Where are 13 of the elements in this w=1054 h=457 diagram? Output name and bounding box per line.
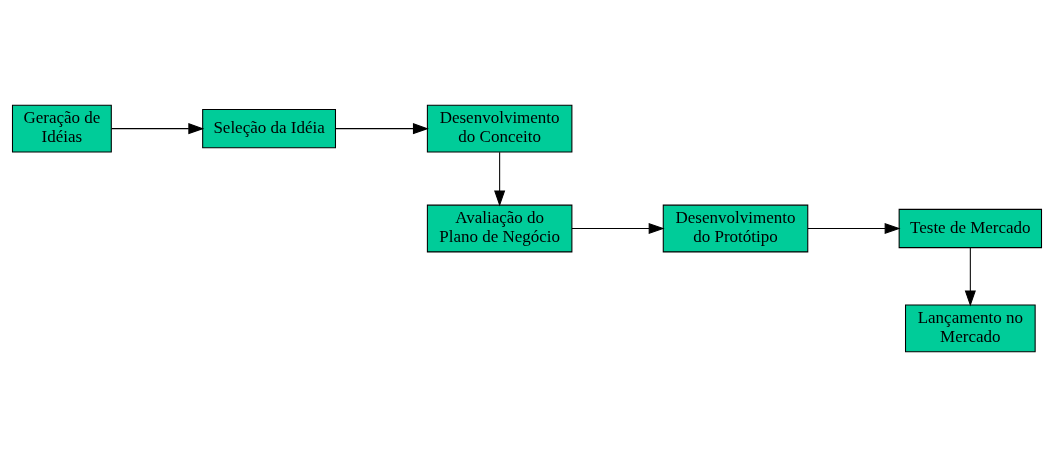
- arrow: [494, 151, 506, 207]
- node-box: Teste de Mercado: [898, 208, 1043, 249]
- arrow: [571, 222, 665, 235]
- arrow: [335, 123, 429, 135]
- arrow: [807, 222, 901, 235]
- node-box: Seleção da Idéia: [202, 108, 336, 149]
- node-box: Desenvolvimento do Conceito: [426, 104, 573, 153]
- node-box: Geração de Idéias: [11, 104, 112, 153]
- node-box: Lançamento no Mercado: [905, 304, 1036, 353]
- arrow: [964, 247, 976, 307]
- arrow: [111, 123, 205, 135]
- node-box: Desenvolvimento do Protótipo: [662, 204, 809, 253]
- node-box: Avaliação do Plano de Negócio: [426, 204, 573, 253]
